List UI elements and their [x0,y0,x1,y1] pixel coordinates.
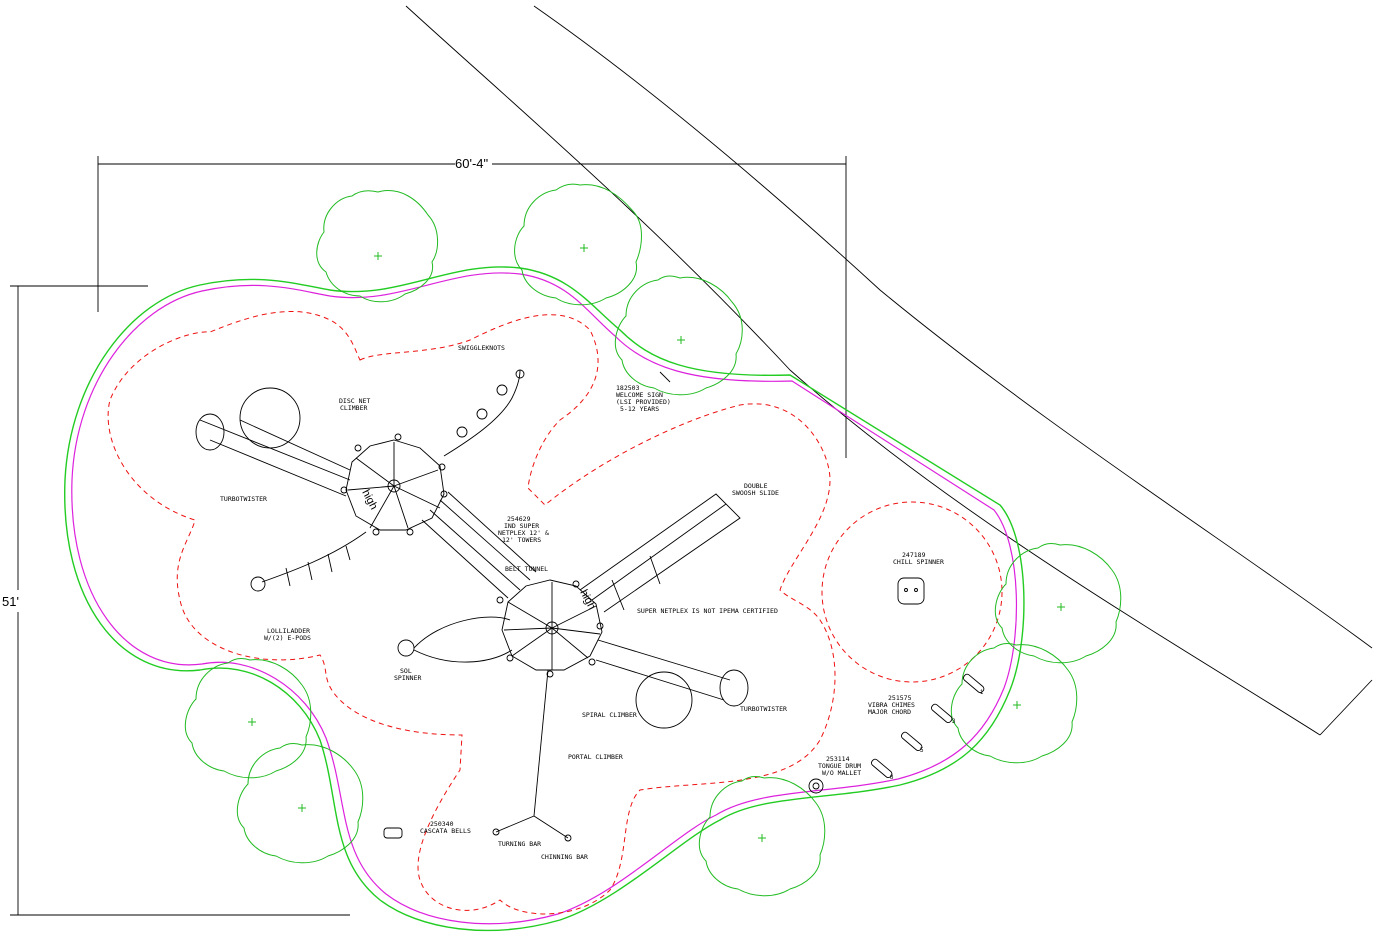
height-dimension: 51' [2,594,19,609]
road-edge-lines [405,5,1373,736]
label-netplex-1: 254629 [507,515,531,523]
label-cascata-2: CASCATA BELLS [420,827,471,835]
label-turning-bar: TURNING BAR [498,840,541,848]
label-netplex-2: IND SUPER [504,522,539,530]
cascata-bells [383,827,403,839]
label-vibra-3: MAJOR CHORD [868,708,911,716]
label-chill-spinner-1: 247189 [902,551,926,559]
label-welcome-2: WELCOME SIGN [616,391,663,399]
label-welcome-4: 5-12 YEARS [620,405,659,413]
label-netplex-3: NETPLEX 12' & [498,529,549,537]
welcome-sign [659,371,671,383]
label-swoosh-2: SWOOSH SLIDE [732,489,779,497]
label-sol-spinner-2: SPINNER [394,674,421,682]
width-dimension: 60'-4" [455,156,489,171]
chime-number-1: 1 [980,690,984,696]
tree-7 [236,742,364,864]
turbotwister-left [195,387,351,497]
vibra-chimes [871,673,985,779]
portal-climber [492,669,572,842]
label-sol-spinner-1: SOL [400,667,412,675]
upper-tower-mark: high [359,488,379,512]
outer-boundary [64,266,1025,932]
upper-tower [340,433,448,536]
lower-tower [496,579,604,678]
label-belt-tunnel: BELT TUNNEL [505,565,548,573]
loliladder [250,531,367,592]
label-tongue-drum-2: TONGUE DRUM [818,762,861,770]
tree-8 [698,775,826,897]
label-spiral-climber: SPIRAL CLIMBER [582,711,637,719]
turbotwister-right [595,639,749,729]
label-netplex-4: 12' TOWERS [502,536,541,544]
swiggleknots [443,369,525,457]
label-turbotwister-right: TURBOTWISTER [740,705,787,713]
tree-6 [184,657,312,779]
label-chill-spinner-2: CHILL SPINNER [893,558,944,566]
tree-1 [316,190,438,303]
sol-spinner [397,616,513,663]
label-loliladder-1: LOLLILADDER [267,627,310,635]
label-swiggleknots: SWIGGLEKNOTS [458,344,505,352]
label-vibra-2: VIBRA CHIMES [868,701,915,709]
label-loliladder-2: W/(2) E-PODS [264,634,311,642]
label-disc-net-2: CLIMBER [340,404,367,412]
label-disc-net-1: DISC NET [339,397,370,405]
label-welcome-1: 182503 [616,384,640,392]
belt-tunnel [421,491,537,599]
tree-3 [614,275,743,396]
label-turbotwister-left: TURBOTWISTER [220,495,267,503]
label-tongue-drum-1: 253114 [826,755,850,763]
tree-5 [950,642,1078,764]
play-structures [195,369,985,842]
chill-spinner [897,577,925,605]
double-swoosh-slide [579,493,741,613]
use-zones [107,311,1003,915]
label-vibra-1: 251575 [888,694,912,702]
chime-number-5: 5 [920,748,924,754]
label-portal-climber: PORTAL CLIMBER [568,753,623,761]
label-chinning-bar: CHINNING BAR [541,853,588,861]
label-tongue-drum-3: W/O MALLET [822,769,861,777]
trees [184,183,1122,897]
label-swoosh-1: DOUBLE [744,482,768,490]
label-netplex-note: SUPER NETPLEX IS NOT IPEMA CERTIFIED [637,607,778,615]
chime-number-8: 8 [890,775,894,781]
equipment-labels: SWIGGLEKNOTS DISC NET CLIMBER 182503 WEL… [220,344,984,861]
tree-4 [994,542,1122,664]
label-cascata-1: 250340 [430,820,454,828]
inner-boundary [71,272,1018,925]
chime-number-3: 3 [952,719,956,725]
dimension-lines [10,156,847,916]
label-welcome-3: (LSI PROVIDED) [616,398,671,406]
tongue-drum [808,778,824,794]
tree-2 [514,183,642,306]
lower-tower-mark: high [577,588,597,612]
